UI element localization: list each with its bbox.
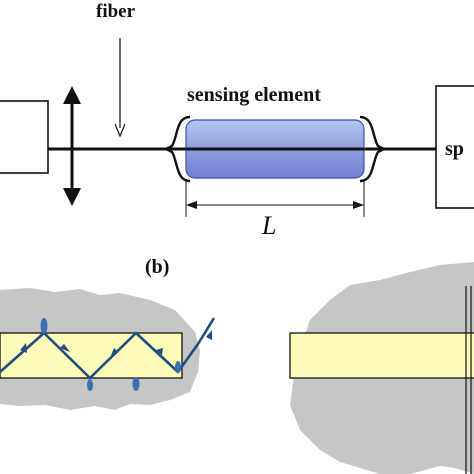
sensing-element — [163, 115, 387, 183]
fiber-label: fiber — [96, 1, 136, 22]
left-end-cap — [163, 115, 191, 183]
evanescent-drop-top-left — [40, 318, 48, 334]
evanescent-drop-bottom — [132, 377, 140, 391]
sensing-element-label: sensing element — [187, 84, 321, 106]
right-end-cap — [359, 115, 387, 183]
panel-b-label: (b) — [145, 256, 169, 278]
evanescent-drop-bottom-left — [87, 379, 93, 391]
length-dimension — [185, 180, 365, 217]
lens-icon — [63, 86, 81, 206]
spectrometer-box — [435, 85, 474, 209]
pointer-arrow-icon — [114, 38, 126, 138]
spectrometer-label: sp — [445, 138, 464, 160]
light-source-box — [0, 100, 49, 174]
evanescent-drop-right — [175, 361, 181, 373]
length-label: L — [261, 211, 276, 240]
right-crystal — [289, 332, 474, 379]
ray-path — [0, 317, 216, 391]
left-crystal — [0, 332, 183, 379]
